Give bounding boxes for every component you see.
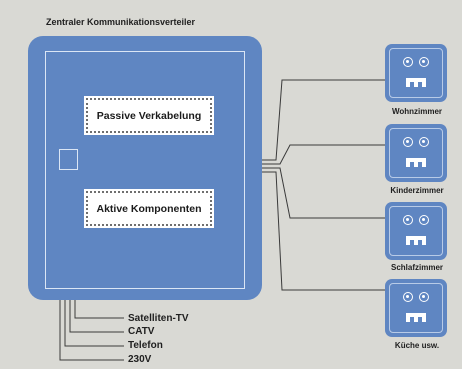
wire-kueche — [262, 171, 385, 291]
cabinet-inner-panel — [45, 51, 245, 289]
wall-outlet-icon — [385, 44, 447, 102]
wire-wohnzimmer — [262, 79, 385, 161]
source-label-satelliten-tv: Satelliten-TV — [128, 313, 189, 324]
source-label-telefon: Telefon — [128, 340, 163, 351]
wire-satelliten-tv — [74, 300, 124, 319]
cabinet-lock-icon — [59, 149, 78, 170]
passive-cabling-box: Passive Verkabelung — [84, 96, 214, 135]
active-components-box: Aktive Komponenten — [84, 189, 214, 228]
distribution-cabinet — [28, 36, 262, 300]
source-label-catv: CATV — [128, 326, 155, 337]
room-label-wohnzimmer: Wohnzimmer — [391, 107, 443, 116]
wire-catv — [69, 300, 124, 333]
wall-outlet-icon — [385, 279, 447, 337]
wall-outlet-icon — [385, 202, 447, 260]
source-label-230v: 230V — [128, 354, 152, 365]
wire-telefon — [64, 300, 124, 347]
wire-kinderzimmer — [262, 144, 385, 165]
wire-schlafzimmer — [262, 167, 385, 219]
wire-230v — [59, 300, 124, 361]
room-label-kueche: Küche usw. — [394, 341, 440, 350]
room-label-schlafzimmer: Schlafzimmer — [390, 263, 444, 272]
wall-outlet-icon — [385, 124, 447, 182]
diagram-title: Zentraler Kommunikationsverteiler — [46, 17, 196, 27]
room-label-kinderzimmer: Kinderzimmer — [390, 186, 444, 195]
